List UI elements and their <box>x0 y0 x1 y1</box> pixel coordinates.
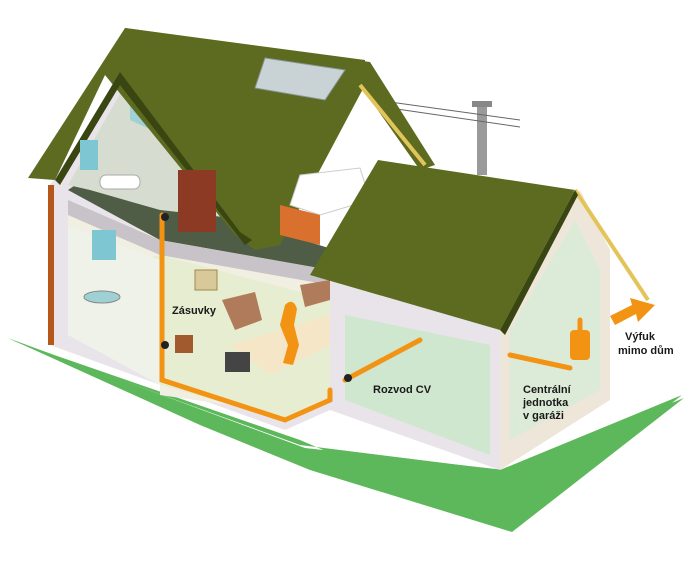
exhaust-arrow <box>610 298 655 325</box>
vacuum-piping <box>159 212 583 423</box>
person-vacuuming <box>280 301 299 365</box>
window-ground <box>92 230 116 260</box>
bed <box>289 167 371 216</box>
central-vacuum-unit <box>570 330 590 360</box>
gable-trim <box>358 83 427 167</box>
garage-interior <box>345 315 490 455</box>
exhaust-label-line2: mimo dům <box>618 345 674 357</box>
central-unit-label-line2: jednotka <box>522 397 569 409</box>
bathtub <box>99 174 141 190</box>
garage-gable-trim <box>573 188 650 302</box>
outlet-garage <box>344 374 352 382</box>
sofa <box>300 280 330 307</box>
roof-trim <box>55 72 252 245</box>
window-left <box>80 140 98 170</box>
bed-frame <box>280 205 320 245</box>
garage-roof <box>310 160 575 330</box>
garage-roof-side <box>500 190 578 335</box>
armchair <box>222 292 262 330</box>
rug <box>230 315 330 375</box>
central-unit-label-line3: v garáži <box>523 410 564 422</box>
main-roof-ridge <box>125 28 435 170</box>
distribution-label: Rozvod CV <box>373 384 432 396</box>
utility-pole <box>389 101 521 175</box>
cabinet <box>175 335 193 353</box>
tv-monitor <box>225 352 250 372</box>
floor-edge <box>68 200 330 285</box>
outlet-lower <box>161 341 169 349</box>
picture-frame <box>194 269 218 291</box>
corner-post <box>48 185 54 345</box>
garage-side-interior <box>510 220 600 440</box>
left-room-interior <box>68 225 160 385</box>
central-unit-label-line1: Centrální <box>523 384 572 396</box>
outlet-upper <box>161 213 169 221</box>
outlets-label: Zásuvky <box>172 305 217 317</box>
wardrobe <box>178 170 216 232</box>
round-table <box>83 290 121 304</box>
exhaust-label-line1: Výfuk <box>625 331 656 343</box>
skylight <box>254 57 346 101</box>
lawn-ground <box>8 338 684 532</box>
